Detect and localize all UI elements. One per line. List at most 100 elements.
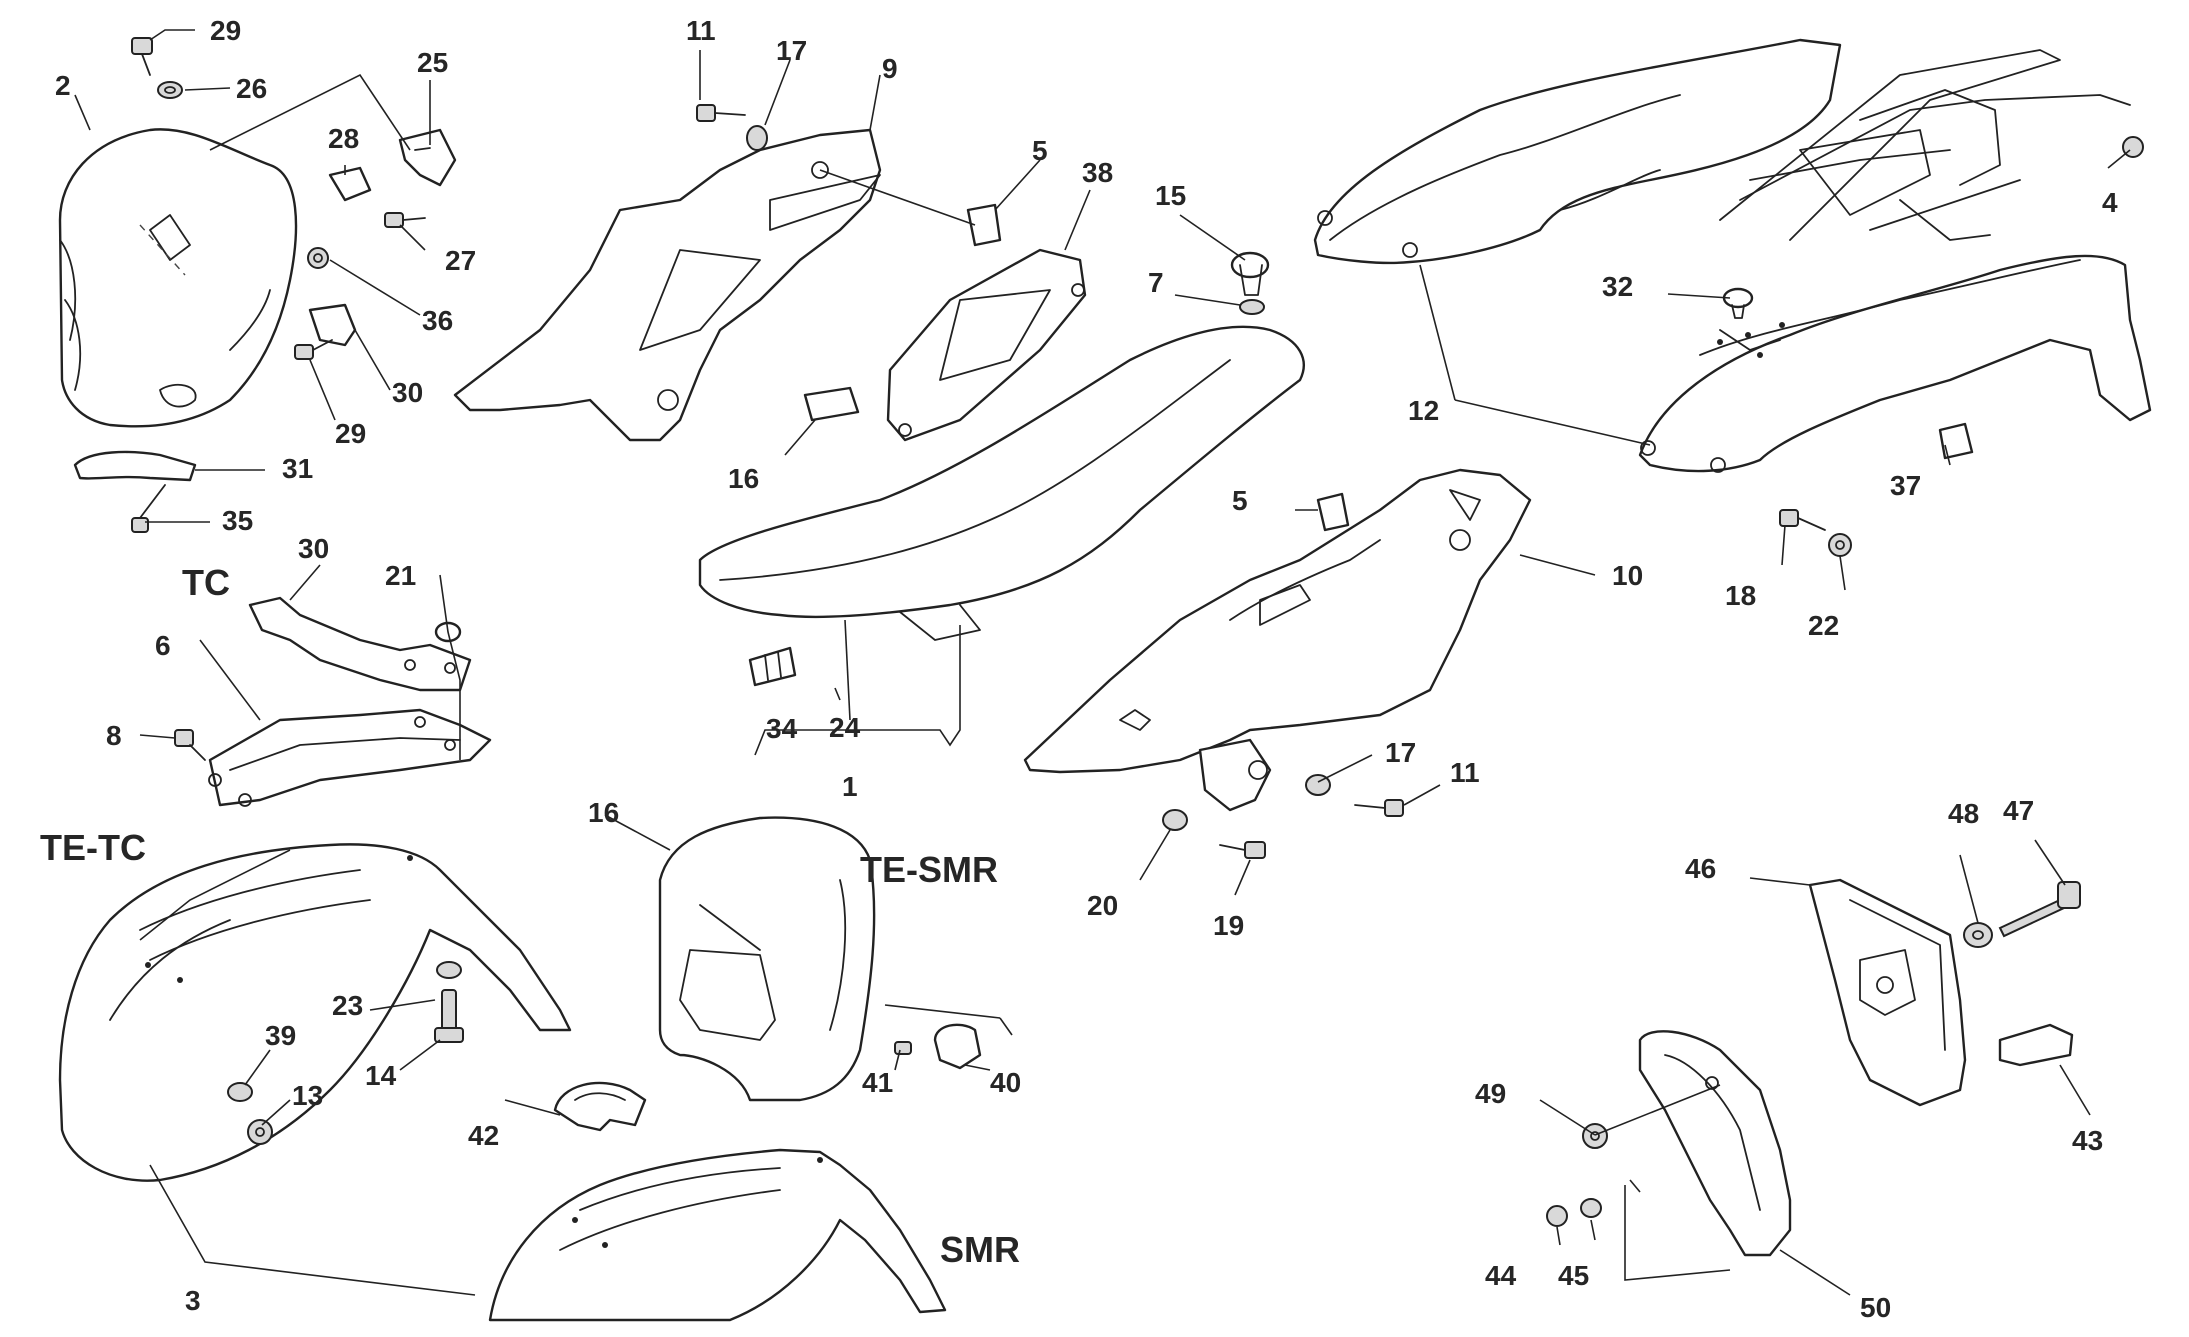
callout-14: 14 xyxy=(365,1060,397,1091)
callout-11-top: 11 xyxy=(686,15,716,46)
callout-49: 49 xyxy=(1475,1078,1506,1109)
nut-49 xyxy=(1582,1123,1608,1149)
front-fender-te-tc xyxy=(58,843,572,1182)
callout-20: 20 xyxy=(1087,890,1118,921)
callout-42: 42 xyxy=(468,1120,499,1151)
clip-28 xyxy=(328,166,372,202)
washer-17-top xyxy=(746,125,768,151)
right-side-panel xyxy=(1023,468,1532,812)
callout-7: 7 xyxy=(1148,267,1164,298)
bracket-25 xyxy=(398,128,457,187)
callout-8: 8 xyxy=(106,720,122,751)
plate-holder-46 xyxy=(1808,878,1967,1107)
nut-44 xyxy=(1546,1205,1568,1227)
latch-31 xyxy=(73,450,197,482)
callout-27: 27 xyxy=(445,245,476,276)
callout-38: 38 xyxy=(1082,157,1113,188)
nut-13 xyxy=(247,1119,273,1145)
callout-5-top: 5 xyxy=(1032,135,1048,166)
washer-17-low xyxy=(1305,774,1331,796)
callout-4: 4 xyxy=(2102,187,2118,218)
seat xyxy=(698,325,1305,641)
bolt-14 xyxy=(434,989,464,1043)
callout-28: 28 xyxy=(328,123,359,154)
plug-32 xyxy=(1722,287,1754,319)
front-number-plate xyxy=(658,816,876,1102)
callout-11-low: 11 xyxy=(1450,757,1480,788)
callout-15: 15 xyxy=(1155,180,1186,211)
rear-subframe xyxy=(1719,49,2131,241)
callout-39: 39 xyxy=(265,1020,296,1051)
bolt-47 xyxy=(1998,881,2081,938)
callout-13: 13 xyxy=(292,1080,323,1111)
callout-34: 34 xyxy=(766,713,798,744)
clip-37 xyxy=(1938,422,1974,460)
callout-18: 18 xyxy=(1725,580,1756,611)
callout-41: 41 xyxy=(862,1067,893,1098)
callout-25: 25 xyxy=(417,47,448,78)
callout-40: 40 xyxy=(990,1067,1021,1098)
nut-36 xyxy=(307,247,329,269)
headlight-fairing xyxy=(58,128,298,428)
variant-tc: TC xyxy=(182,562,230,603)
washer-26 xyxy=(157,81,183,99)
cable-guide-42 xyxy=(553,1081,647,1132)
washer-20 xyxy=(1162,809,1188,831)
callout-19: 19 xyxy=(1213,910,1244,941)
callout-26: 26 xyxy=(236,73,267,104)
callout-32: 32 xyxy=(1602,271,1633,302)
callout-22: 22 xyxy=(1808,610,1839,641)
screw-19 xyxy=(1219,841,1266,859)
callout-47: 47 xyxy=(2003,795,2034,826)
rear-fender-bottom xyxy=(1638,254,2152,473)
callout-37: 37 xyxy=(1890,470,1921,501)
callout-29-top: 29 xyxy=(210,15,241,46)
callout-24: 24 xyxy=(829,712,861,743)
rear-flap-50 xyxy=(1638,1030,1792,1257)
callout-1: 1 xyxy=(842,771,858,802)
callout-17-low: 17 xyxy=(1385,737,1416,768)
screw-11-low xyxy=(1354,799,1404,817)
clip-5-top xyxy=(966,203,1002,247)
bracket-30-tc xyxy=(248,596,472,692)
screw-11-top xyxy=(696,104,746,122)
callout-30-top: 30 xyxy=(392,377,423,408)
quick-fastener-15 xyxy=(1230,251,1270,296)
callout-16-pad: 16 xyxy=(728,463,759,494)
callout-46: 46 xyxy=(1685,853,1716,884)
mount-plate-6 xyxy=(208,708,492,807)
screw-8 xyxy=(174,729,206,761)
callout-9: 9 xyxy=(882,53,898,84)
leader-lines xyxy=(74,29,2131,1296)
front-fender-smr xyxy=(488,1148,947,1322)
bracket-30-top xyxy=(308,303,357,347)
callout-45: 45 xyxy=(1558,1260,1589,1291)
callout-35: 35 xyxy=(222,505,253,536)
screw-29-top xyxy=(131,37,153,76)
variant-te-tc: TE-TC xyxy=(40,827,146,868)
callout-48: 48 xyxy=(1948,798,1979,829)
screw-18 xyxy=(1779,509,1826,531)
callout-43: 43 xyxy=(2072,1125,2103,1156)
callout-3: 3 xyxy=(185,1285,201,1316)
washer-7 xyxy=(1239,299,1265,315)
washer-45 xyxy=(1580,1198,1602,1218)
callout-2: 2 xyxy=(55,70,71,101)
callout-30-tc: 30 xyxy=(298,533,329,564)
callout-36: 36 xyxy=(422,305,453,336)
variant-smr: SMR xyxy=(940,1229,1020,1270)
callout-50: 50 xyxy=(1860,1292,1891,1323)
pad-16 xyxy=(803,386,860,422)
clamp-40 xyxy=(933,1023,982,1070)
variant-labels: TC TE-TC TE-SMR SMR xyxy=(40,562,1020,1270)
inner-panel-38 xyxy=(886,248,1087,442)
washer-39 xyxy=(227,1082,253,1102)
screw-27 xyxy=(384,212,426,228)
nut-22 xyxy=(1828,533,1852,557)
block-34 xyxy=(748,646,797,687)
rear-fender-top xyxy=(1313,38,1842,265)
callout-16-plate: 16 xyxy=(588,797,619,828)
callout-21: 21 xyxy=(385,560,416,591)
callout-12: 12 xyxy=(1408,395,1439,426)
